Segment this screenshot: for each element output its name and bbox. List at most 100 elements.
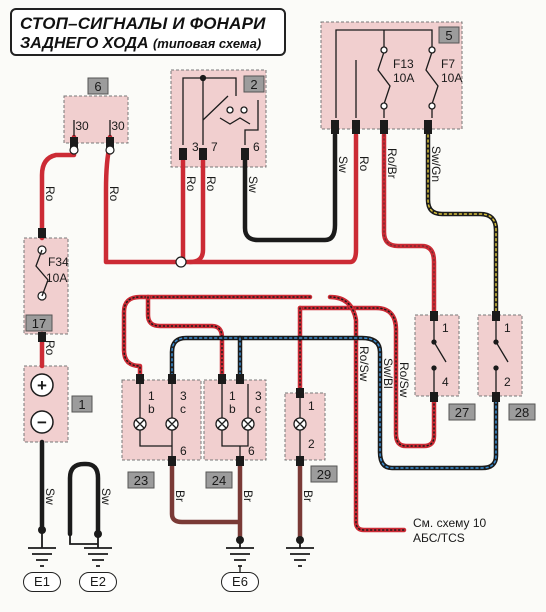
wire-label-rosw-b: Ro/Sw — [397, 362, 411, 398]
fuse-f13-name: F13 — [393, 57, 414, 71]
wire-rosw-23-dots — [147, 296, 223, 381]
wire-rosw-abs-dots — [329, 296, 405, 531]
pin-23-b: b — [148, 402, 155, 416]
title-line-2-sub: (типовая схема) — [152, 36, 262, 51]
ground-tag-e1: E1 — [23, 572, 61, 592]
title-box: СТОП–СИГНАЛЫ И ФОНАРИ ЗАДНЕГО ХОДА (типо… — [10, 8, 286, 56]
wire-label-ro-2a: Ro — [184, 176, 198, 192]
wire-sw-e2 — [67, 461, 101, 537]
wire-ro-2-7 — [187, 155, 206, 265]
tag-6: 6 — [94, 79, 101, 94]
pin-24-b: b — [229, 402, 236, 416]
wire-robr-5-27-dots — [383, 134, 435, 316]
wire-label-br-24: Br — [241, 490, 255, 502]
battery-symbols — [30, 373, 54, 434]
pin-2-7: 7 — [211, 140, 218, 154]
component-tags — [25, 26, 536, 489]
wire-label-swbl: Sw/Bl — [381, 358, 395, 389]
reference-note-line-1: См. схему 10 — [413, 516, 487, 530]
wire-label-ro-17: Ro — [43, 340, 57, 356]
wire-ro-6-f34 — [39, 134, 77, 241]
pin-24-1: 1 — [229, 389, 236, 403]
pin-24-3: 3 — [255, 389, 262, 403]
wire-label-sw-2: Sw — [246, 176, 260, 193]
tag-27: 27 — [455, 405, 469, 420]
pin-27-1: 1 — [442, 321, 449, 335]
wire-label-ro-5: Ro — [357, 156, 371, 172]
switch-internals — [431, 321, 509, 392]
fuse-f7-name: F7 — [441, 57, 455, 71]
wire-label-sw-e1: Sw — [43, 488, 57, 505]
lamp-24-box — [203, 379, 267, 461]
pin-6-a: 30 — [75, 119, 89, 133]
wire-label-ro-left: Ro — [43, 186, 57, 202]
tag-29: 29 — [317, 467, 331, 482]
pin-23-3: 3 — [180, 389, 187, 403]
wire-label-sw-e2: Sw — [99, 488, 113, 505]
wire-rosw-27-dots — [299, 307, 435, 447]
fuse-34-internals — [35, 249, 49, 297]
connector-pins — [38, 120, 500, 466]
wire-br-23-e6 — [169, 457, 241, 525]
title-line-1: СТОП–СИГНАЛЫ И ФОНАРИ — [20, 14, 266, 33]
wire-label-br-23: Br — [173, 490, 187, 502]
pin-23-c: c — [180, 402, 186, 416]
tag-24: 24 — [212, 473, 226, 488]
pin-6-b: 30 — [111, 119, 125, 133]
wires — [39, 132, 499, 543]
battery-minus: − — [37, 413, 47, 432]
reference-note: См. схему 10 АБС/TCS — [413, 516, 486, 546]
title-line-2: ЗАДНЕГО ХОДА (типовая схема) — [20, 35, 261, 53]
battery-plus: + — [37, 376, 47, 395]
wire-rosw-bus-dots — [123, 296, 311, 381]
ground-tag-e2: E2 — [79, 572, 117, 592]
tag-28: 28 — [515, 405, 529, 420]
pin-24-c: c — [255, 402, 261, 416]
fuse-f34-rating: 10A — [46, 271, 67, 285]
tag-23: 23 — [134, 473, 148, 488]
lamp-23-box — [121, 379, 202, 461]
wire-label-swgn-5: Sw/Gn — [429, 146, 443, 182]
fuse-f13-rating: 10A — [393, 71, 414, 85]
wire-swgn-5-28-dots — [427, 134, 497, 316]
tag-2: 2 — [250, 77, 257, 92]
pin-23-1: 1 — [148, 389, 155, 403]
lamps — [133, 384, 307, 456]
fuse-f34-name: F34 — [48, 255, 69, 269]
connector-6-internals — [73, 120, 111, 136]
wire-label-ro-2b: Ro — [204, 176, 218, 192]
wire-sw-2-5 — [242, 132, 338, 243]
pin-24-6: 6 — [248, 444, 255, 458]
reference-note-line-2: АБС/TCS — [413, 531, 465, 545]
wire-label-br-29: Br — [301, 490, 315, 502]
tag-5: 5 — [445, 28, 452, 43]
fuse-box-5-internals — [335, 29, 439, 118]
pin-27-4: 4 — [442, 375, 449, 389]
switch-28-box — [477, 314, 523, 397]
tag-1: 1 — [78, 397, 85, 412]
pin-29-2: 2 — [308, 437, 315, 451]
title-line-2-main: ЗАДНЕГО ХОДА — [20, 35, 149, 52]
ground-symbols — [28, 530, 314, 567]
labels: 5 2 6 17 1 23 24 29 27 28 30 30 3 7 6 1 … — [32, 28, 529, 505]
pin-2-3: 3 — [192, 140, 199, 154]
tag-17: 17 — [32, 316, 46, 331]
wire-label-ro-6: Ro — [107, 186, 121, 202]
pin-2-6: 6 — [253, 140, 260, 154]
wire-label-robr-5: Ro/Br — [385, 148, 399, 179]
switch-27-box — [414, 314, 460, 397]
wire-label-rosw-a: Ro/Sw — [357, 346, 371, 382]
ground-dots — [38, 526, 304, 544]
relay-2-internals — [182, 74, 259, 145]
pin-23-6: 6 — [180, 444, 187, 458]
pin-28-1: 1 — [504, 321, 511, 335]
pin-29-1: 1 — [308, 399, 315, 413]
ground-tag-e6: E6 — [221, 572, 259, 592]
wire-ro-junction-5 — [183, 132, 359, 265]
wire-rosw-abs — [327, 294, 407, 533]
wire-swbl-28 — [169, 335, 499, 471]
fuse-f7-rating: 10A — [441, 71, 462, 85]
pin-28-2: 2 — [504, 375, 511, 389]
wire-label-sw-5: Sw — [336, 156, 350, 173]
